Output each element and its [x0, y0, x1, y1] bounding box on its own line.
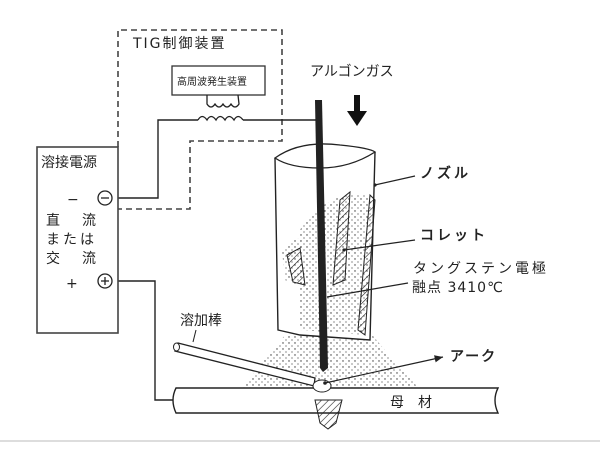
- electrode-leader: [326, 282, 409, 298]
- nozzle-label: ノズル: [420, 165, 471, 182]
- type-or: または: [46, 232, 97, 248]
- collet-label: コレット: [420, 228, 488, 244]
- collet-leader: [343, 239, 416, 251]
- filler-rod-label: 溶加棒: [180, 313, 222, 329]
- type-chokuryu-1: 直: [46, 212, 60, 229]
- arc-leader: [324, 355, 444, 384]
- wire: [112, 119, 318, 401]
- hf-generator-box: [171, 65, 266, 96]
- tungsten-electrode: [315, 100, 328, 372]
- argon-flow-arrow-icon: [347, 95, 367, 126]
- power-source-title: 溶接電源: [41, 154, 97, 171]
- type-koryu-1: 交: [46, 250, 60, 267]
- type-chokuryu-2: 流: [82, 213, 96, 229]
- type-koryu-2: 流: [82, 251, 96, 267]
- coil-icon: [197, 94, 244, 122]
- hf-generator-label: 高周波発生装置: [177, 75, 247, 88]
- nozzle-leader: [374, 175, 416, 186]
- arc-label: アーク: [450, 349, 497, 365]
- base-metal-label: 母 材: [390, 395, 432, 411]
- electrode-label: タングステン電極: [413, 261, 549, 277]
- argon-label: アルゴンガス: [310, 63, 394, 80]
- power-source-box: [36, 146, 119, 334]
- weld-bead: [314, 399, 343, 430]
- tig-control-box: [117, 29, 283, 210]
- plus-sign: +: [66, 276, 78, 292]
- melting-point-label: 融点 3410℃: [412, 280, 504, 296]
- tig-control-title: TIG制御装置: [132, 36, 227, 52]
- minus-sign: −: [67, 192, 79, 208]
